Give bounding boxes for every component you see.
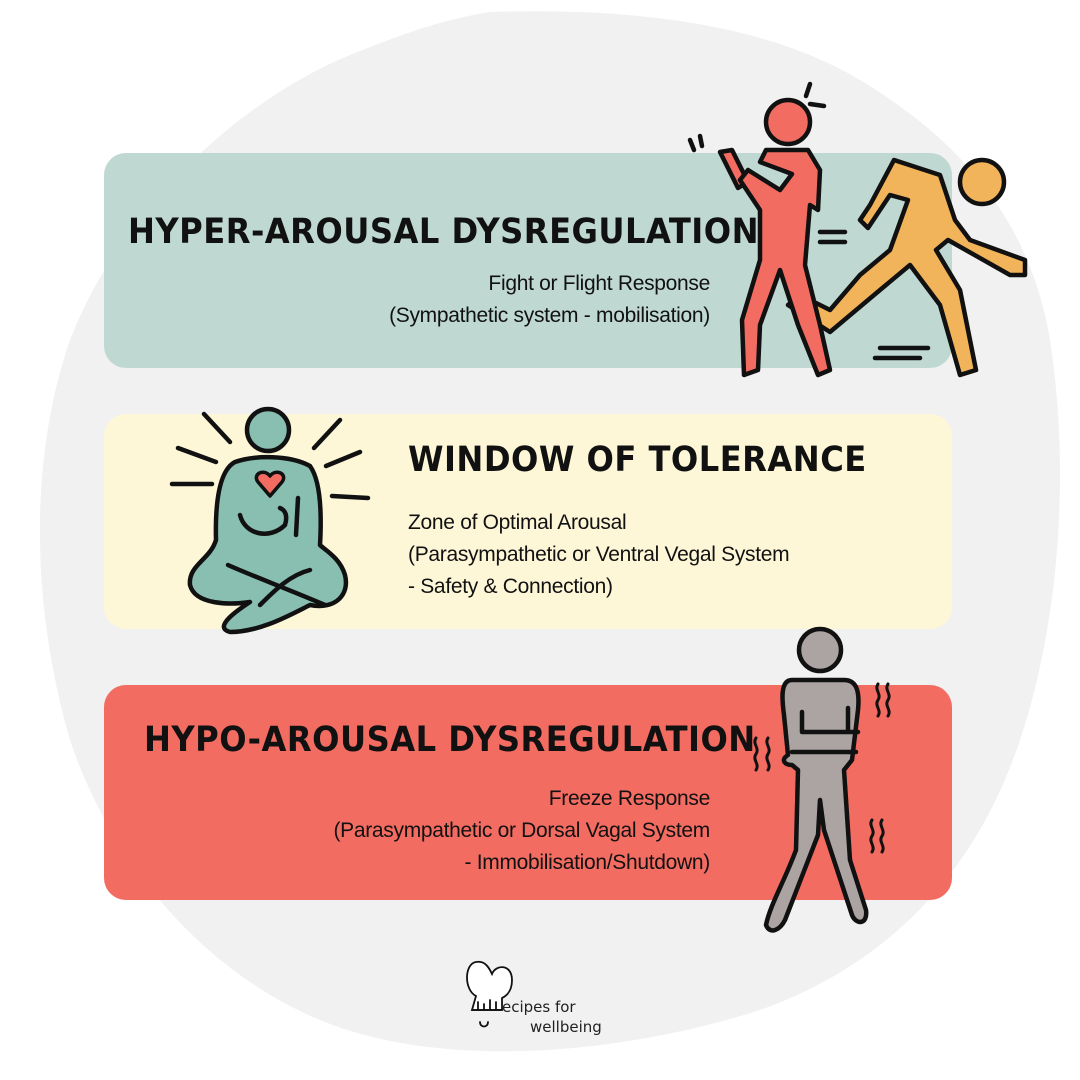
logo-text-line1: ecipes for [502,998,576,1016]
hypo-arousal-title: HYPO-AROUSAL DYSREGULATION [144,720,756,760]
logo-text-line2: wellbeing [530,1018,602,1036]
hypo-subtitle-line3: - Immobilisation/Shutdown) [464,851,711,874]
window-subtitle-line3: - Safety & Connection) [408,575,613,598]
hypo-subtitle-line1: Freeze Response [548,787,711,810]
chef-hat-heart-icon [466,960,513,1028]
recipes-for-wellbeing-logo: ecipes for wellbeing [462,950,632,1045]
window-of-tolerance-title: WINDOW OF TOLERANCE [408,440,867,480]
hyper-subtitle-line2: (Sympathetic system - mobilisation) [389,304,710,327]
window-subtitle-line1: Zone of Optimal Arousal [408,511,627,534]
frozen-figure-icon [753,626,891,933]
meditating-figure-heart-icon [169,406,371,635]
window-of-tolerance-subtitle: Zone of Optimal Arousal (Parasympathetic… [408,507,790,603]
hyper-arousal-subtitle: Fight or Flight Response (Sympathetic sy… [389,268,710,332]
hyper-subtitle-line1: Fight or Flight Response [488,272,710,295]
hypo-subtitle-line2: (Parasympathetic or Dorsal Vagal System [333,819,710,842]
fight-flight-figures-icon [687,81,1028,378]
hypo-arousal-subtitle: Freeze Response (Parasympathetic or Dors… [333,783,710,879]
window-subtitle-line2: (Parasympathetic or Ventral Vegal System [408,543,790,566]
hyper-arousal-title: HYPER-AROUSAL DYSREGULATION [128,212,759,252]
